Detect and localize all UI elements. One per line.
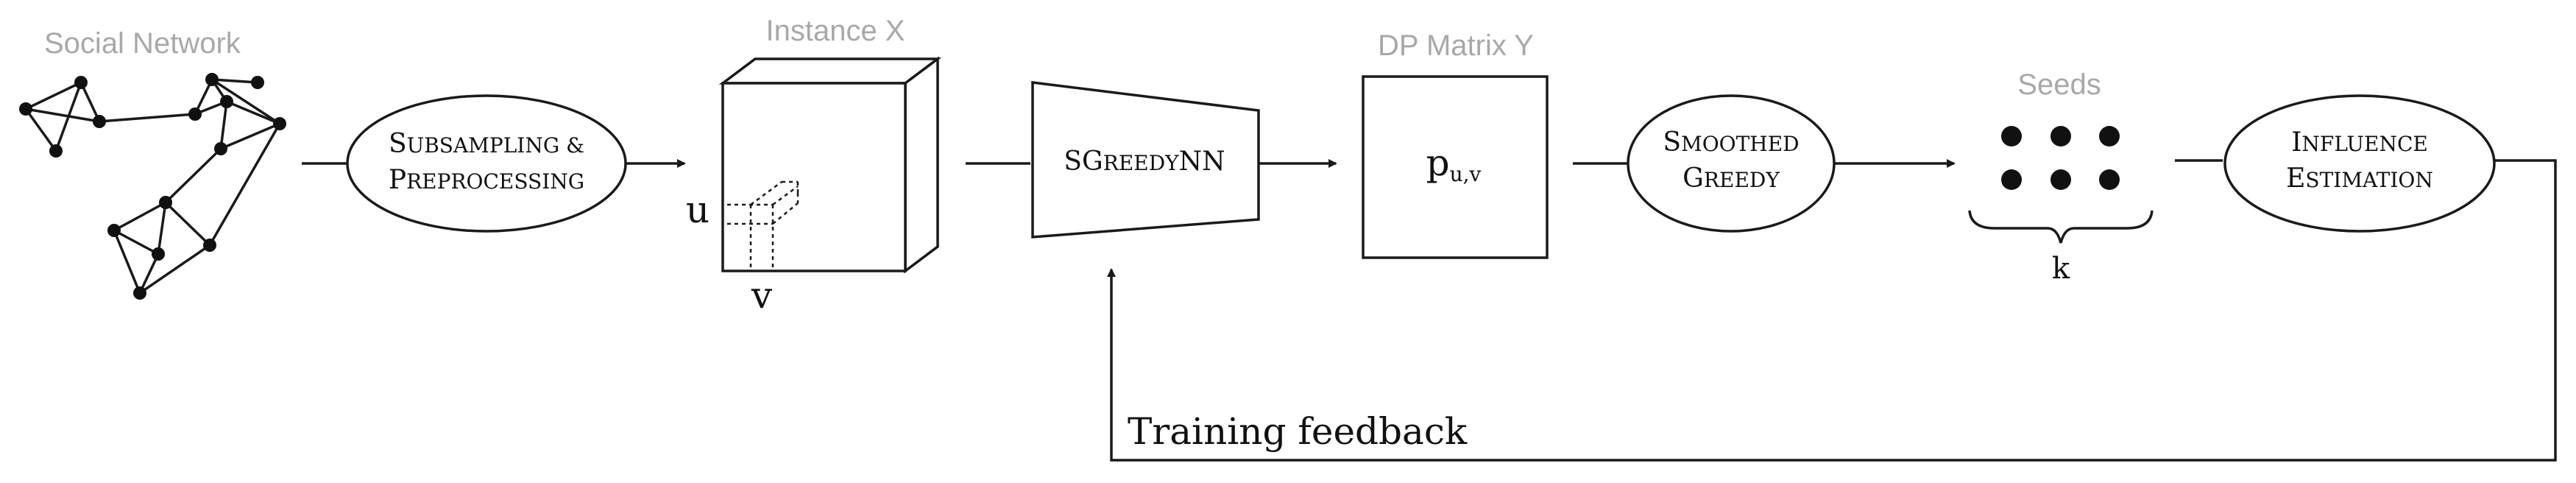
seeds-brace-label: k	[2052, 252, 2070, 286]
instance-cube	[718, 56, 942, 274]
influence-estimation-ellipse	[2223, 94, 2496, 233]
training-feedback-label: Training feedback	[1128, 410, 1468, 453]
dp-matrix-box	[1362, 75, 1549, 259]
seed-dots	[2001, 126, 2120, 190]
sgreedynn-label: SGREEDYNN	[1064, 147, 1225, 177]
subsampling-label-line2: PREPROCESSING	[389, 165, 584, 195]
influence-estimation-label-line1: INFLUENCE	[2291, 127, 2428, 158]
cube-axis-v: v	[751, 274, 773, 317]
social-network-label: Social Network	[44, 27, 241, 60]
smoothed-greedy-ellipse	[1627, 94, 1836, 233]
training-feedback-arrow	[1107, 159, 2557, 462]
subsampling-label-line1: SUBSAMPLING &	[389, 129, 584, 159]
instance-label: Instance X	[765, 15, 905, 47]
cube-axis-u: u	[686, 188, 710, 231]
influence-estimation-label-line2: ESTIMATION	[2286, 163, 2433, 194]
dp-matrix-cell-label: pu,v	[1426, 141, 1482, 186]
smoothed-greedy-label-line2: GREEDY	[1682, 163, 1780, 194]
sgreedynn-trapezoid	[1031, 81, 1260, 239]
seeds-brace	[1968, 210, 2154, 244]
dp-matrix-label: DP Matrix Y	[1378, 29, 1534, 62]
social-network-nodes	[19, 73, 286, 300]
seeds-label: Seeds	[2017, 68, 2101, 101]
subsampling-ellipse	[346, 94, 627, 233]
social-network-graph	[24, 78, 281, 295]
smoothed-greedy-label-line1: SMOOTHED	[1663, 127, 1799, 158]
